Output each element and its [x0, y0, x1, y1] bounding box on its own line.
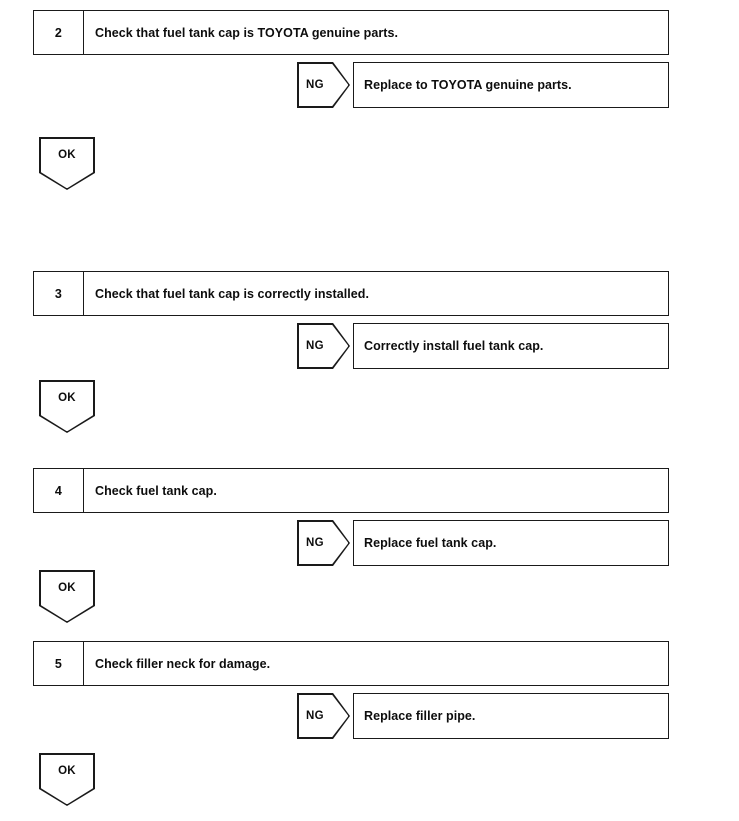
ng-action-box: Replace filler pipe.	[353, 693, 669, 739]
ng-label: NG	[306, 710, 324, 722]
ok-pentagon-icon: OK	[39, 753, 95, 806]
ng-label: NG	[306, 79, 324, 91]
ng-branch: NG Replace fuel tank cap.	[297, 520, 669, 566]
ok-label: OK	[58, 582, 76, 594]
ok-pentagon-icon: OK	[39, 380, 95, 433]
ng-pentagon-icon: NG	[297, 520, 350, 566]
step-description: Check that fuel tank cap is TOYOTA genui…	[95, 25, 398, 40]
ng-action-box: Correctly install fuel tank cap.	[353, 323, 669, 369]
step-description: Check that fuel tank cap is correctly in…	[95, 286, 370, 301]
ok-label: OK	[58, 149, 76, 161]
ng-label: NG	[306, 340, 324, 352]
step-box: 3 Check that fuel tank cap is correctly …	[33, 271, 669, 316]
ok-label: OK	[58, 765, 76, 777]
step-box: 5 Check filler neck for damage.	[33, 641, 669, 686]
ng-pentagon-icon: NG	[297, 62, 350, 108]
ok-pentagon-icon: OK	[39, 570, 95, 623]
ng-pentagon-icon: NG	[297, 323, 350, 369]
step-box: 2 Check that fuel tank cap is TOYOTA gen…	[33, 10, 669, 55]
step-box: 4 Check fuel tank cap.	[33, 468, 669, 513]
ok-pentagon-icon: OK	[39, 137, 95, 190]
step-number: 4	[34, 469, 84, 512]
ok-label: OK	[58, 392, 76, 404]
step-description: Check fuel tank cap.	[95, 483, 217, 498]
ng-action-box: Replace to TOYOTA genuine parts.	[353, 62, 669, 108]
step-number: 3	[34, 272, 84, 315]
ng-branch: NG Correctly install fuel tank cap.	[297, 323, 669, 369]
step-description: Check filler neck for damage.	[95, 656, 271, 671]
ng-pentagon-icon: NG	[297, 693, 350, 739]
step-number: 5	[34, 642, 84, 685]
ng-branch: NG Replace to TOYOTA genuine parts.	[297, 62, 669, 108]
ng-branch: NG Replace filler pipe.	[297, 693, 669, 739]
ng-action-box: Replace fuel tank cap.	[353, 520, 669, 566]
ng-label: NG	[306, 537, 324, 549]
step-number: 2	[34, 11, 84, 54]
